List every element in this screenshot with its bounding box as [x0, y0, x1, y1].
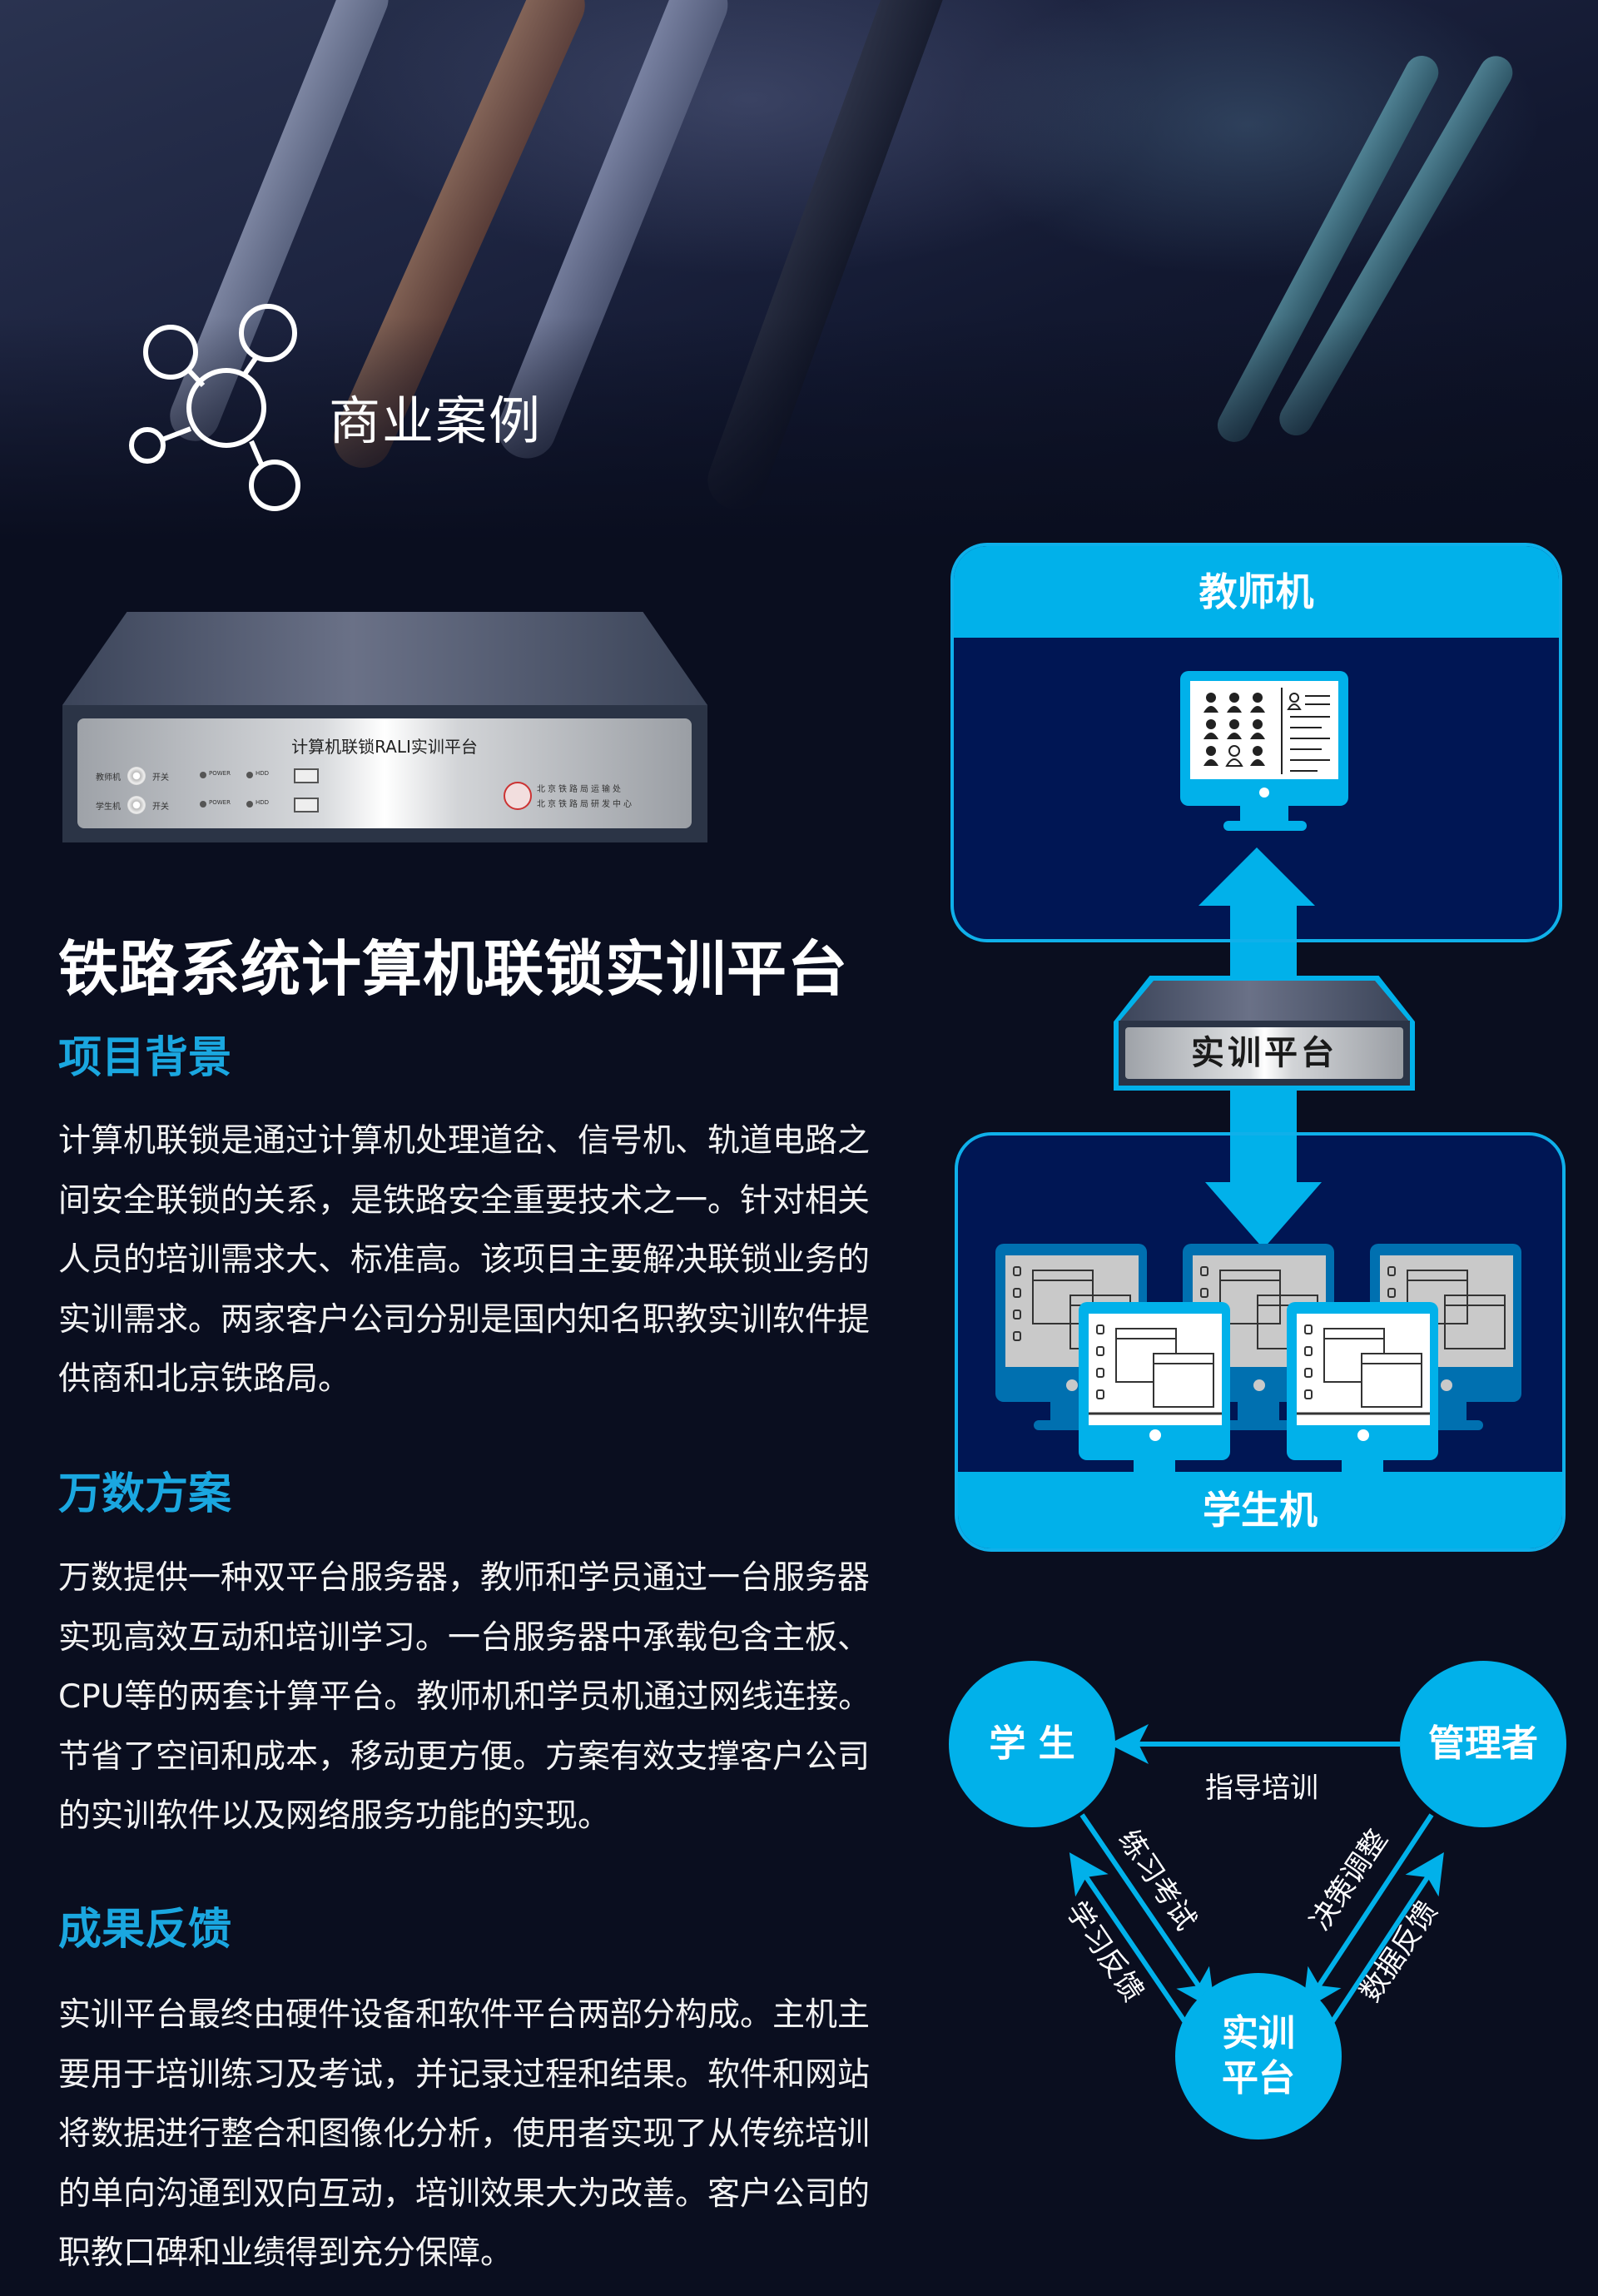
arrow-shaft: [1230, 1136, 1297, 1185]
text-line: 实训需求。两家客户公司分别是国内知名职教实训软件提: [58, 1300, 871, 1339]
text-line: 职教口碑和业绩得到充分保障。: [58, 2234, 514, 2272]
section-heading-solution: 万数方案: [58, 1469, 232, 1519]
paragraph-background: 计算机联锁是通过计算机处理道岔、信号机、轨道电路之 间安全联锁的关系，是铁路安全…: [58, 1111, 882, 1409]
edge-label-guide-training: 指导培训: [1205, 1772, 1318, 1805]
network-nodes-icon: [129, 304, 300, 511]
arrow-up-icon: [1198, 847, 1315, 906]
switch-label: 开关: [152, 773, 169, 783]
paragraph-solution: 万数提供一种双平台服务器，教师和学员通过一台服务器 实现高效互动和培训学习。一台…: [58, 1548, 882, 1846]
led-icon: [246, 772, 253, 778]
student-machine-box: 学生机: [955, 1132, 1566, 1552]
text-line: 的单向沟通到双向互动，培训效果大为改善。客户公司的: [58, 2174, 871, 2213]
device-top: [1119, 981, 1410, 1022]
text-line: 将数据进行整合和图像化分析，使用者实现了从传统培训: [58, 2115, 871, 2153]
cycle-arrows: [1069, 1724, 1444, 2050]
led-icon: [246, 801, 253, 808]
power-knob-icon: [127, 767, 146, 785]
power-label: POWER: [209, 799, 231, 806]
text-line: 实训平台最终由硬件设备和软件平台两部分构成。主机主: [58, 1996, 871, 2034]
device-panel: 计算机联锁RALI实训平台 教师机 开关 POWER HDD 学生机 开关 PO…: [77, 718, 692, 828]
section-heading-results: 成果反馈: [58, 1905, 232, 1955]
led-icon: [200, 772, 206, 778]
switch-label: 开关: [152, 803, 169, 812]
row-label: 教师机: [96, 773, 121, 783]
text-line: 供商和北京铁路局。: [58, 1360, 351, 1398]
text-line: 实现高效互动和培训学习。一台服务器中承载包含主板、: [58, 1618, 871, 1657]
text-line: 人员的培训需求大、标准高。该项目主要解决联锁业务的: [58, 1241, 871, 1279]
paragraph-results: 实训平台最终由硬件设备和软件平台两部分构成。主机主 要用于培训练习及考试，并记录…: [58, 1985, 882, 2284]
text-line: 间安全联锁的关系，是铁路安全重要技术之一。针对相关: [58, 1181, 871, 1220]
node-student: 学 生: [949, 1661, 1115, 1827]
usb-port-icon: [294, 798, 319, 813]
teacher-monitor-icon: [1180, 671, 1348, 831]
platform-label: 实训平台: [1125, 1027, 1403, 1079]
page-title: 铁路系统计算机联锁实训平台: [58, 934, 849, 1004]
led-icon: [200, 801, 206, 808]
server-device-illustration: 计算机联锁RALI实训平台 教师机 开关 POWER HDD 学生机 开关 PO…: [62, 612, 707, 842]
power-label: POWER: [209, 770, 231, 777]
node-platform: 实训 平台: [1175, 1973, 1342, 2139]
section-title: 商业案例: [329, 390, 543, 451]
node-manager-label: 管理者: [1428, 1722, 1538, 1765]
section-heading-background: 项目背景: [58, 1033, 232, 1083]
node-platform-label-1: 实训: [1222, 2012, 1295, 2055]
text-line: 万数提供一种双平台服务器，教师和学员通过一台服务器: [58, 1559, 871, 1597]
teacher-machine-label: 教师机: [954, 546, 1559, 638]
hdd-label: HDD: [256, 770, 270, 777]
teacher-machine-box: 教师机: [950, 543, 1562, 942]
node-platform-label-2: 平台: [1222, 2057, 1295, 2100]
device-front: 实训平台: [1119, 1021, 1410, 1086]
node-manager: 管理者: [1400, 1661, 1566, 1827]
usb-port-icon: [294, 768, 319, 783]
org-line: 北京铁路局运输处: [537, 785, 623, 794]
org-line: 北京铁路局研发中心: [537, 800, 634, 809]
row-label: 学生机: [96, 803, 121, 812]
text-line: 节省了空间和成本，移动更方便。方案有效支撑客户公司: [58, 1737, 871, 1776]
student-monitors-front-icon: [1079, 1302, 1438, 1488]
node-student-label: 学 生: [989, 1722, 1075, 1765]
training-platform-device: 实训平台: [1114, 976, 1415, 1091]
hdd-label: HDD: [256, 799, 270, 806]
text-line: 计算机联锁是通过计算机处理道岔、信号机、轨道电路之: [58, 1122, 871, 1160]
student-machine-label: 学生机: [958, 1472, 1562, 1548]
text-line: 要用于培训练习及考试，并记录过程和结果。软件和网站: [58, 2055, 871, 2094]
text-line: CPU等的两套计算平台。教师机和学员机通过网线连接。: [58, 1678, 871, 1716]
railway-logo-icon: [504, 782, 532, 810]
device-top: [62, 612, 707, 705]
arrow-down-icon: [1205, 1182, 1322, 1249]
arrow-shaft: [1230, 904, 1297, 939]
device-panel-title: 计算机联锁RALI实训平台: [291, 737, 478, 757]
power-knob-icon: [127, 796, 146, 814]
text-line: 的实训软件以及网络服务功能的实现。: [58, 1797, 611, 1835]
device-front: 计算机联锁RALI实训平台 教师机 开关 POWER HDD 学生机 开关 PO…: [62, 705, 707, 842]
